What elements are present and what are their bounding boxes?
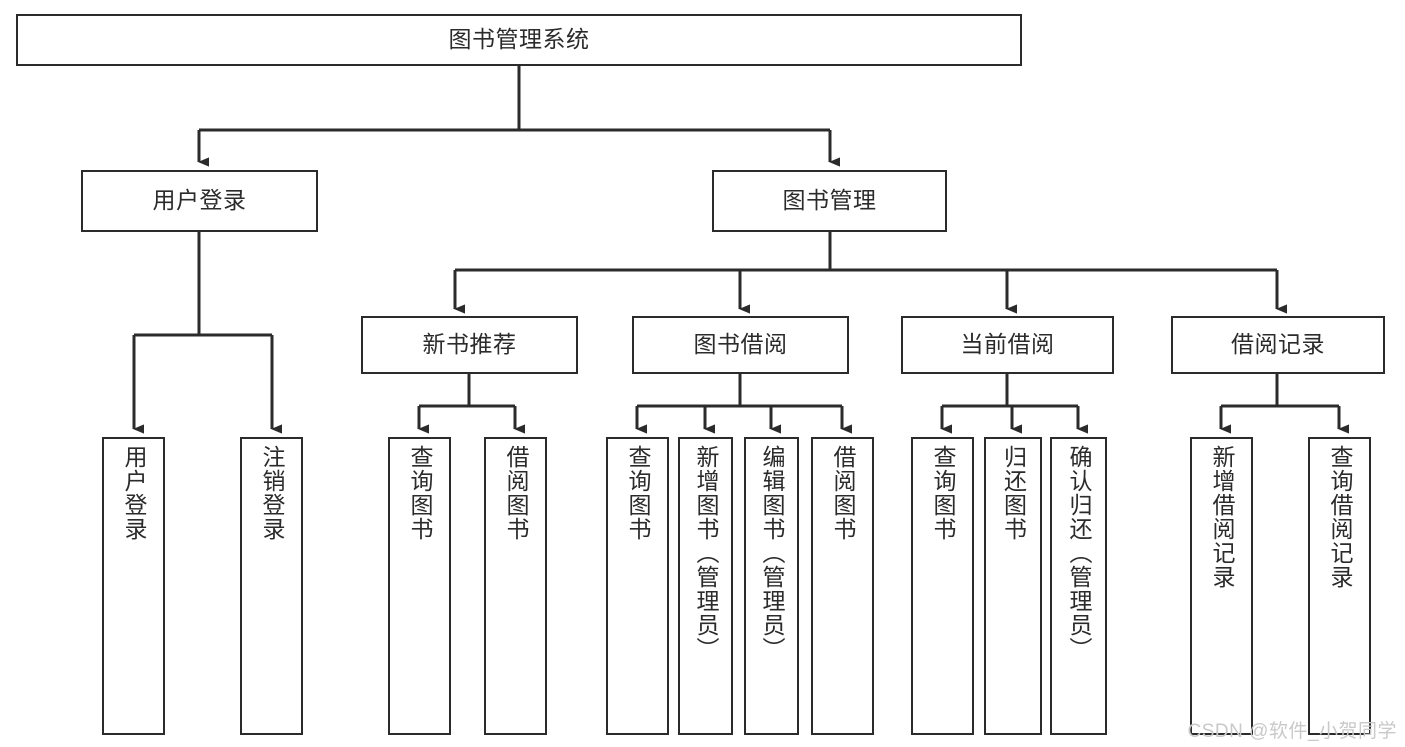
node-leaf-user-login-label: 用户登录 — [121, 445, 147, 541]
node-leaf-query-book-rec-label: 查询图书 — [407, 445, 433, 541]
node-leaf-confirm-return-label: 确认归还（管理员） — [1066, 445, 1092, 661]
node-user-login[interactable]: 用户登录 — [81, 170, 318, 232]
node-leaf-borrow-book-label: 借阅图书 — [830, 445, 856, 541]
node-leaf-borrow-book-rec-label: 借阅图书 — [503, 445, 529, 541]
node-current-borrow[interactable]: 当前借阅 — [901, 316, 1114, 374]
node-leaf-query-book-borrow-label: 查询图书 — [625, 445, 651, 541]
node-leaf-add-borrow-record-label: 新增借阅记录 — [1209, 445, 1235, 589]
node-leaf-query-book-rec[interactable]: 查询图书 — [388, 437, 451, 735]
node-user-login-label: 用户登录 — [152, 187, 247, 214]
node-leaf-add-book[interactable]: 新增图书（管理员） — [678, 437, 733, 735]
node-leaf-edit-book-label: 编辑图书（管理员） — [759, 445, 785, 661]
node-leaf-borrow-book-rec[interactable]: 借阅图书 — [484, 437, 547, 735]
node-borrow-record-label: 借阅记录 — [1231, 331, 1325, 358]
node-book-management[interactable]: 图书管理 — [712, 170, 947, 232]
node-book-borrow-label: 图书借阅 — [693, 331, 788, 358]
node-leaf-return-book[interactable]: 归还图书 — [984, 437, 1042, 735]
csdn-watermark: CSDN @软件_小贺同学 — [1187, 721, 1397, 742]
node-root-label: 图书管理系统 — [448, 26, 590, 53]
node-leaf-logout[interactable]: 注销登录 — [240, 437, 303, 735]
node-leaf-query-book-borrow[interactable]: 查询图书 — [606, 437, 669, 735]
node-leaf-add-borrow-record[interactable]: 新增借阅记录 — [1190, 437, 1253, 735]
node-book-management-label: 图书管理 — [782, 187, 877, 214]
node-leaf-edit-book[interactable]: 编辑图书（管理员） — [744, 437, 799, 735]
node-leaf-return-book-label: 归还图书 — [1000, 445, 1027, 541]
node-leaf-borrow-book[interactable]: 借阅图书 — [811, 437, 874, 735]
node-leaf-query-book-current[interactable]: 查询图书 — [911, 437, 974, 735]
node-current-borrow-label: 当前借阅 — [960, 331, 1055, 358]
node-leaf-logout-label: 注销登录 — [259, 445, 285, 541]
node-leaf-add-book-label: 新增图书（管理员） — [693, 445, 719, 661]
node-leaf-query-borrow-record[interactable]: 查询借阅记录 — [1308, 437, 1371, 735]
node-root[interactable]: 图书管理系统 — [16, 14, 1022, 66]
node-leaf-query-borrow-record-label: 查询借阅记录 — [1327, 445, 1353, 589]
node-leaf-user-login[interactable]: 用户登录 — [102, 437, 165, 735]
node-new-book-recommend[interactable]: 新书推荐 — [361, 316, 578, 374]
node-leaf-query-book-current-label: 查询图书 — [930, 445, 956, 541]
node-borrow-record[interactable]: 借阅记录 — [1171, 316, 1385, 374]
node-new-book-recommend-label: 新书推荐 — [422, 331, 517, 358]
node-leaf-confirm-return[interactable]: 确认归还（管理员） — [1050, 437, 1107, 735]
node-book-borrow[interactable]: 图书借阅 — [632, 316, 849, 374]
